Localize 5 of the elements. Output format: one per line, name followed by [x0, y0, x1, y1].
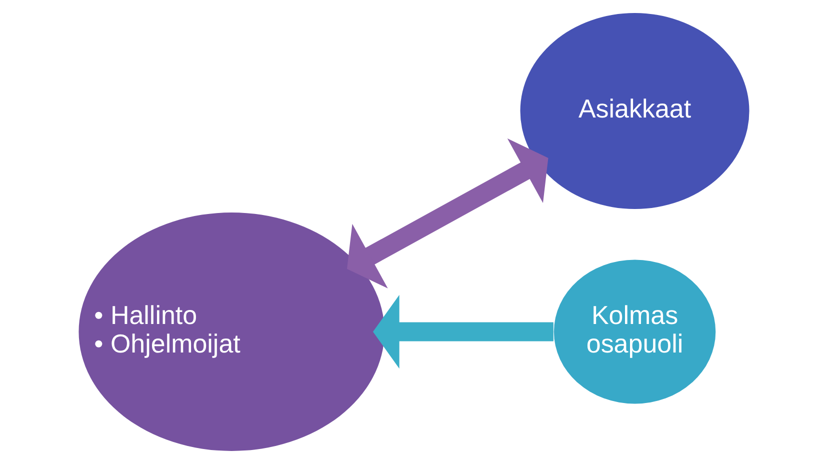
node-ellipse: Asiakkaat	[520, 13, 750, 209]
arrow	[372, 294, 554, 369]
node-ellipse: • Hallinto • Ohjelmoijat	[78, 212, 384, 451]
node-ellipse: Kolmas osapuoli	[554, 260, 716, 404]
arrow	[346, 138, 548, 288]
